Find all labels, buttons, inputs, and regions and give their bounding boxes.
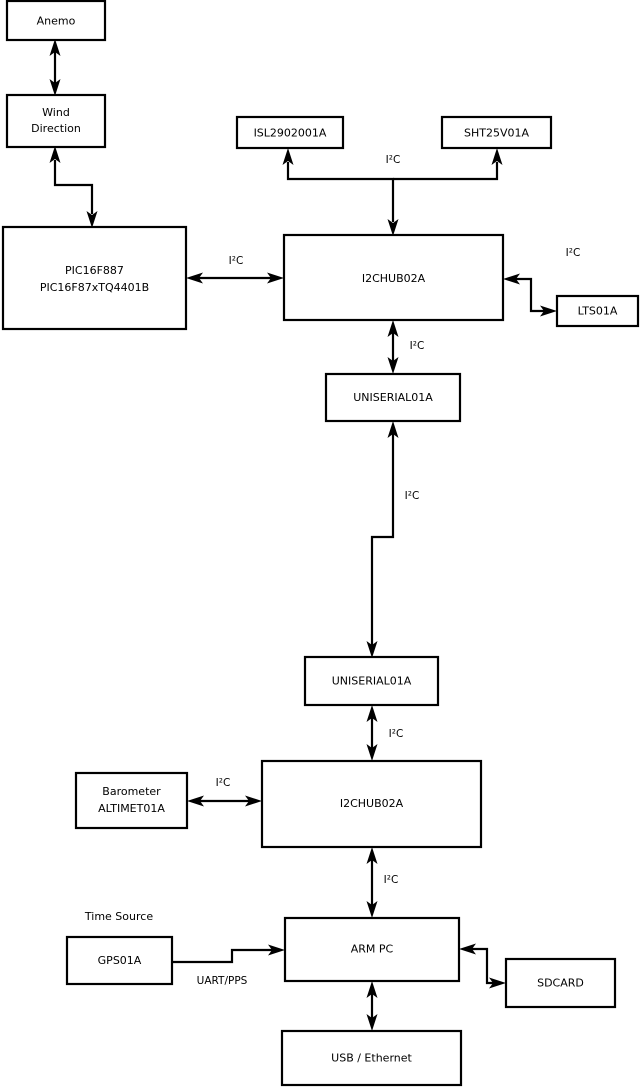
edge-uni-hub2 [366, 705, 378, 761]
node-lts01a-label: LTS01A [578, 305, 618, 318]
edge-arm-usbeth [366, 981, 378, 1031]
edge-pic-hub [186, 272, 284, 284]
node-barometer-label-line1: Barometer [102, 785, 161, 798]
node-pic-mcu-label-line1: PIC16F887 [65, 264, 124, 277]
edge-gps-arm [172, 944, 285, 964]
edge-baro-hub2 [187, 795, 262, 807]
node-i2chub02a-top[interactable]: I2CHUB02A [282, 233, 505, 322]
edge-hub-uniserial [387, 320, 399, 374]
node-lts01a[interactable]: LTS01A [555, 294, 640, 328]
node-arm-pc-label: ARM PC [351, 943, 394, 956]
node-anemo-label: Anemo [37, 15, 76, 28]
edge-uniserial-chain [366, 421, 399, 658]
edge-label-i2c-uniserial-hub2: I²C [389, 728, 404, 740]
node-arm-pc[interactable]: ARM PC [283, 916, 461, 983]
edge-wind-pic [49, 146, 98, 228]
node-i2chub02a-bottom-label: I2CHUB02A [340, 797, 404, 810]
edge-anemo-wind [49, 39, 61, 96]
node-wind-direction-label-line2: Direction [31, 122, 81, 135]
node-barometer-label-line2: ALTIMET01A [98, 802, 165, 815]
node-usb-ethernet-label: USB / Ethernet [331, 1052, 412, 1065]
edge-arm-sdcard [459, 943, 506, 989]
node-wind-direction-label-line1: Wind [42, 106, 70, 119]
node-sht25v01a-label: SHT25V01A [464, 127, 529, 140]
node-isl2902001a-label: ISL2902001A [254, 127, 327, 140]
node-pic-mcu-label-line2: PIC16F87xTQ4401B [40, 281, 149, 294]
edge-hub-lts [503, 273, 557, 317]
node-usb-ethernet[interactable]: USB / Ethernet [280, 1029, 463, 1087]
node-barometer[interactable]: Barometer ALTIMET01A [74, 771, 189, 830]
edge-label-i2c-barometer-hub2: I²C [216, 777, 231, 789]
edge-label-i2c-pic-hub: I²C [229, 255, 244, 267]
node-uniserial01a-top[interactable]: UNISERIAL01A [324, 372, 462, 423]
node-sdcard[interactable]: SDCARD [504, 957, 617, 1009]
label-time-source: Time Source [84, 910, 153, 923]
node-wind-direction[interactable]: Wind Direction [5, 93, 107, 149]
edge-label-i2c-hub-lts: I²C [566, 247, 581, 259]
edge-label-i2c-hub2-arm: I²C [384, 874, 399, 886]
node-uniserial01a-bottom-label: UNISERIAL01A [332, 675, 412, 688]
node-uniserial01a-top-label: UNISERIAL01A [353, 391, 433, 404]
edge-hub2-arm [366, 847, 378, 918]
edge-label-i2c-hub-sensors: I²C [386, 154, 401, 166]
edge-label-i2c-hub-uniserial: I²C [410, 340, 425, 352]
edge-label-uart-pps: UART/PPS [197, 975, 248, 987]
node-anemo[interactable]: Anemo [5, 0, 107, 42]
edge-hub-isl-sht [282, 148, 503, 236]
node-gps01a[interactable]: GPS01A [65, 935, 174, 986]
node-isl2902001a[interactable]: ISL2902001A [235, 115, 345, 150]
node-gps01a-label: GPS01A [98, 954, 142, 967]
node-i2chub02a-top-label: I2CHUB02A [362, 272, 426, 285]
edge-label-i2c-uniserial-chain: I²C [405, 490, 420, 502]
node-uniserial01a-bottom[interactable]: UNISERIAL01A [303, 655, 440, 707]
node-i2chub02a-bottom[interactable]: I2CHUB02A [260, 759, 483, 849]
node-sht25v01a[interactable]: SHT25V01A [440, 115, 553, 150]
node-pic-mcu[interactable]: PIC16F887 PIC16F87xTQ4401B [1, 225, 188, 331]
node-sdcard-label: SDCARD [537, 977, 584, 990]
